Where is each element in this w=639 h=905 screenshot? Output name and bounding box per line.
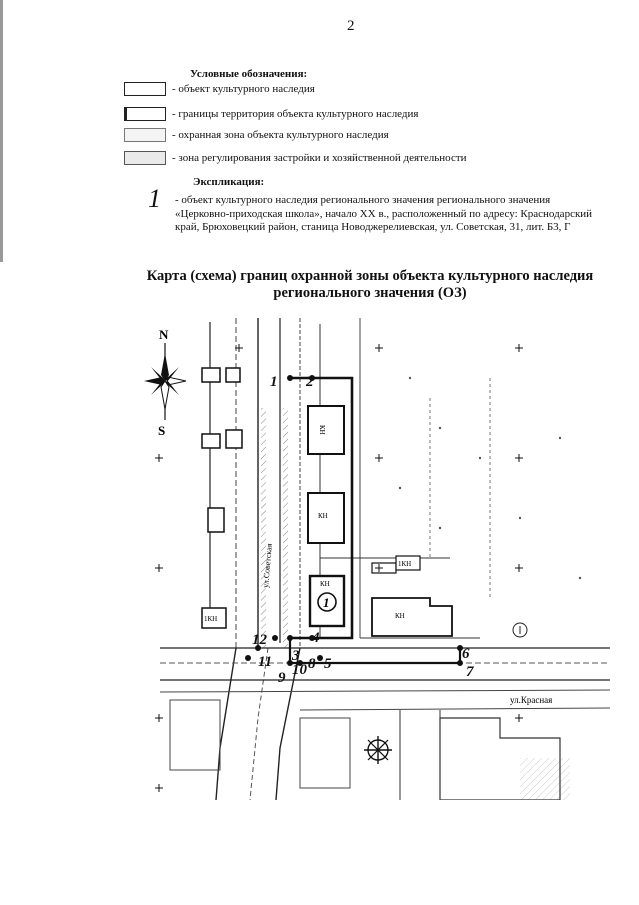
building-label: КН xyxy=(320,580,330,588)
legend-item-object: - объект культурного наследия xyxy=(124,80,315,97)
protection-zone-boundary xyxy=(290,376,354,640)
building xyxy=(307,492,345,544)
boundary-point-label: 5 xyxy=(324,656,332,672)
compass-south-label: S xyxy=(158,423,165,437)
compass-north-label: N xyxy=(159,327,169,342)
object-marker-label: 1 xyxy=(323,595,330,610)
legend-item-regulation-zone: - зона регулирования застройки и хозяйст… xyxy=(124,149,467,166)
compass-needle-icon xyxy=(161,353,169,381)
legend-label: - границы территория объекта культурного… xyxy=(172,107,419,120)
explication-text: - объект культурного наследия региональн… xyxy=(175,194,593,233)
legend-label: - объект культурного наследия xyxy=(172,82,315,95)
compass-rose: N S xyxy=(144,327,187,437)
boundary-point-label: 7 xyxy=(466,664,474,680)
legend-item-boundary: - границы территория объекта культурного… xyxy=(124,105,418,122)
legend-swatch-object xyxy=(124,81,166,96)
building-label: КН xyxy=(395,612,405,620)
boundary-point-label: 4 xyxy=(311,630,320,646)
street-label-krasnaya: ул.Красная xyxy=(510,695,552,705)
legend-swatch-boundary xyxy=(124,106,166,121)
boundary-point-label: 11 xyxy=(258,654,272,670)
boundary-point-label: 1 xyxy=(270,374,278,390)
boundary-point-label: 8 xyxy=(308,656,316,672)
cadastral-map: КН КН КН 1 КН 1КН 1КН xyxy=(155,318,610,800)
grid-cross-marks xyxy=(155,344,523,792)
building xyxy=(371,597,453,637)
building-label: 1КН xyxy=(398,560,411,568)
explication-title: Экспликация: xyxy=(193,176,265,188)
map-title: Карта (схема) границ охранной зоны объек… xyxy=(120,268,620,302)
boundary-point-label: 6 xyxy=(462,646,470,662)
building-label: КН xyxy=(318,512,328,520)
page-edge-mark xyxy=(0,0,3,262)
legend-item-protection-zone: - охранная зона объекта культурного насл… xyxy=(124,126,389,143)
street-label-sovetskaya: ул.Советская xyxy=(261,543,274,588)
map-title-line-1: Карта (схема) границ охранной зоны объек… xyxy=(146,268,594,284)
tree-icon xyxy=(512,622,528,638)
explication-number: 1 xyxy=(148,184,161,213)
boundary-point-label: 12 xyxy=(252,632,268,648)
legend-label: - зона регулирования застройки и хозяйст… xyxy=(172,151,467,164)
building-label: 1КН xyxy=(204,615,217,623)
legend-title: Условные обозначения: xyxy=(190,68,308,80)
building-label: КН xyxy=(318,425,326,435)
map-title-line-2: регионального значения (ОЗ) xyxy=(273,285,467,301)
boundary-point-label: 2 xyxy=(305,374,314,390)
boundary-point-label: 10 xyxy=(292,662,308,678)
legend-label: - охранная зона объекта культурного насл… xyxy=(172,128,389,141)
object-marker xyxy=(317,592,337,612)
legend-swatch-regulation-zone xyxy=(124,150,166,165)
background-marks xyxy=(398,376,582,580)
monument-icon xyxy=(364,736,392,764)
building xyxy=(307,405,345,455)
boundary-point-label: 3 xyxy=(291,648,300,664)
boundary-point-label: 9 xyxy=(278,670,286,686)
legend-swatch-protection-zone xyxy=(124,127,166,142)
